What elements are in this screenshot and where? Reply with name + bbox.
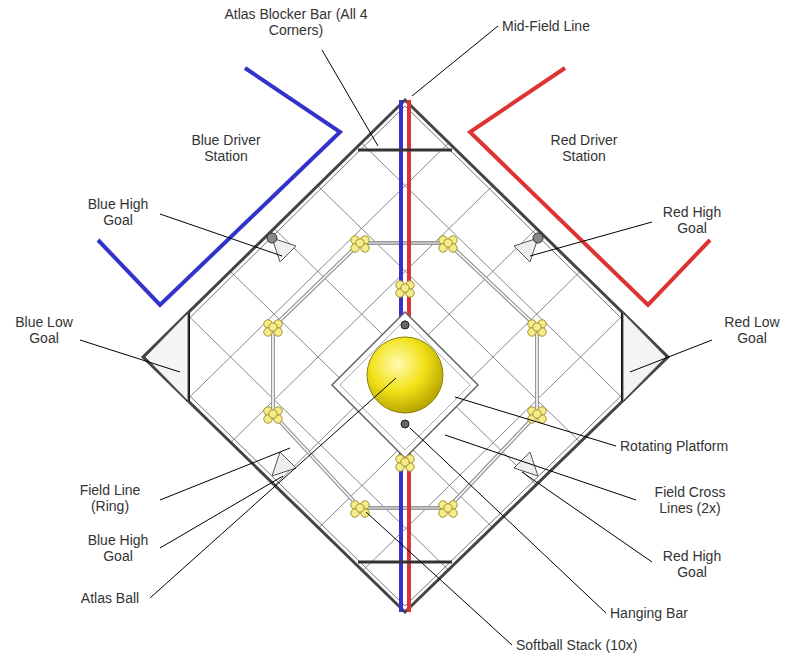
- part-label: Blue High Goal: [76, 196, 160, 228]
- leader-line: [322, 50, 378, 146]
- softball-stack: [439, 236, 457, 252]
- hanging-bar: [401, 420, 409, 428]
- softball-stack: [264, 407, 282, 423]
- leader-line: [160, 448, 290, 500]
- softball: [401, 458, 409, 466]
- red-high-goal: [514, 452, 538, 476]
- softball-stack: [396, 281, 414, 297]
- part-label: Blue High Goal: [76, 532, 160, 564]
- part-label: Red High Goal: [650, 204, 734, 236]
- softball: [444, 504, 452, 512]
- softball: [356, 239, 364, 247]
- softball: [356, 504, 364, 512]
- goal-post: [533, 233, 543, 243]
- part-label: Red Low Goal: [717, 314, 787, 346]
- goal-post: [267, 233, 277, 243]
- part-label: Blue Low Goal: [9, 314, 79, 346]
- leader-lines: [80, 26, 712, 645]
- part-label: Softball Stack (10x): [516, 637, 696, 653]
- leader-line: [80, 340, 180, 372]
- softball-stacks: [264, 236, 546, 517]
- leader-line: [160, 214, 282, 256]
- part-label: Mid-Field Line: [502, 18, 622, 34]
- leader-line: [445, 435, 636, 500]
- field-border: [143, 100, 668, 612]
- field-cross-line: [318, 271, 580, 528]
- rotating-platform: [332, 312, 478, 458]
- part-label: Atlas Ball: [70, 590, 150, 606]
- atlas-ball: [367, 337, 443, 413]
- leader-line: [455, 397, 616, 446]
- softball-stack: [351, 501, 369, 517]
- red-low-goal-area: [623, 313, 666, 401]
- softball-stack: [396, 455, 414, 471]
- leader-line: [412, 26, 498, 96]
- station-label: Blue Driver Station: [181, 132, 271, 164]
- part-label: Rotating Platform: [620, 438, 770, 454]
- atlas-blocker-bar: [358, 561, 452, 564]
- part-label: Red High Goal: [650, 548, 734, 580]
- leader-line: [150, 378, 396, 598]
- softball: [401, 284, 409, 292]
- field-cross-line: [230, 271, 493, 528]
- leader-line: [366, 512, 512, 645]
- rotating-platform-inner: [340, 320, 470, 450]
- red-driver-station: [470, 68, 710, 305]
- ring-bar: [360, 243, 448, 244]
- field-border-inner: [150, 106, 661, 606]
- softball-stack: [351, 236, 369, 252]
- part-label: Field Line (Ring): [65, 482, 155, 514]
- station-label: Red Driver Station: [539, 132, 629, 164]
- softball: [444, 239, 452, 247]
- leader-line: [410, 428, 606, 613]
- softball: [533, 323, 541, 331]
- softball-stack: [264, 320, 282, 336]
- ring-bar: [360, 508, 448, 509]
- leader-line: [160, 476, 283, 548]
- softball-stack: [439, 501, 457, 517]
- part-label: Atlas Blocker Bar (All 4 Corners): [221, 6, 371, 38]
- blue-low-goal-area: [145, 313, 188, 401]
- hanging-bar: [401, 321, 409, 329]
- field-ring: [273, 243, 537, 508]
- leader-line: [530, 222, 652, 256]
- softball: [269, 323, 277, 331]
- blue-driver-station: [98, 68, 340, 305]
- field-cross-line: [275, 229, 537, 486]
- field-ring-inner: [273, 243, 537, 508]
- leader-line: [522, 472, 652, 562]
- softball: [269, 410, 277, 418]
- field-cross-line: [274, 229, 537, 486]
- atlas-blocker-bar: [358, 149, 452, 152]
- leader-line: [630, 340, 712, 372]
- blue-high-goal: [272, 452, 296, 476]
- softball: [533, 410, 541, 418]
- softball-stack: [528, 407, 546, 423]
- part-label: Hanging Bar: [610, 605, 730, 621]
- part-label: Field Cross Lines (2x): [640, 484, 740, 516]
- softball-stack: [528, 320, 546, 336]
